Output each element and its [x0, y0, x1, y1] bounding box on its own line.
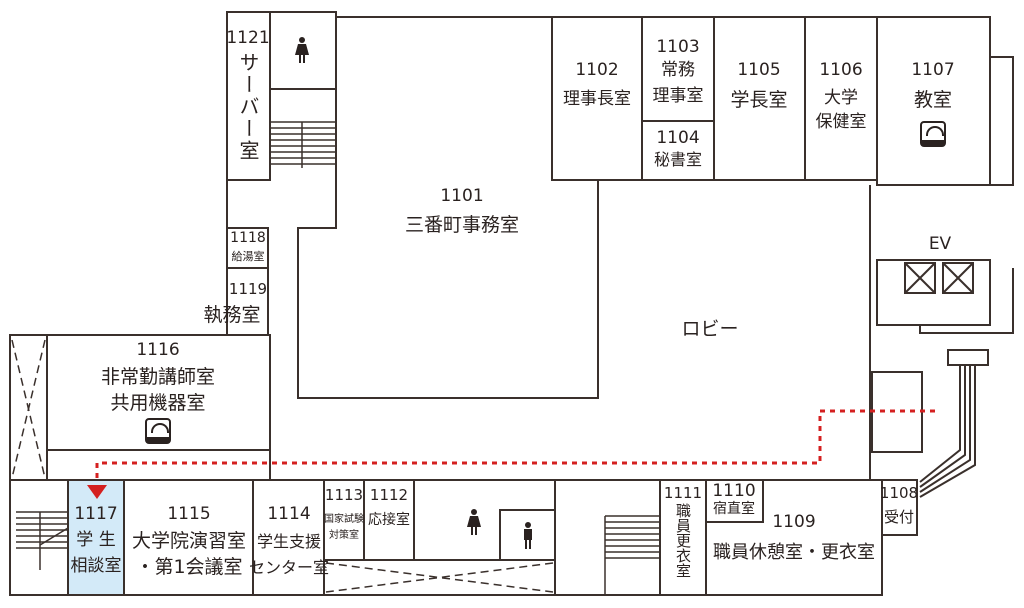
room-1119-name: 執務室	[203, 304, 261, 326]
room-1104-name: 秘書室	[653, 150, 703, 169]
room-1117-number: 1117	[74, 504, 118, 524]
room-1114-name-line1: 学生支援	[256, 532, 322, 551]
room-1110-name: 宿直室	[713, 501, 755, 517]
stairs-icon	[270, 121, 336, 168]
lobby-label: ロビー	[681, 318, 739, 340]
room-1115-name-line1: 大学院演習室	[131, 530, 247, 552]
room-1112-name: 応接室	[368, 512, 410, 528]
room-1105-number: 1105	[737, 60, 781, 80]
room-1103-number: 1103	[656, 37, 700, 57]
room-1118-number: 1118	[230, 230, 266, 246]
room-1103-name-line2: 理事室	[652, 86, 704, 106]
room-1107-number: 1107	[911, 60, 955, 80]
room-1112-number: 1112	[369, 486, 409, 504]
room-1114-name-line2: センター室	[248, 558, 330, 577]
room-1115-number: 1115	[167, 504, 211, 524]
route-path	[95, 409, 935, 482]
room-1117-name-line2: 相談室	[70, 556, 122, 576]
room-1116-number: 1116	[136, 340, 180, 360]
room-1111-name: 職員更衣室	[674, 503, 692, 578]
room-1116-name-line1: 非常勤講師室	[100, 366, 216, 388]
room-1111-number: 1111	[663, 484, 703, 502]
room-1102-number: 1102	[575, 60, 619, 80]
room-1106-name-line2: 保健室	[815, 112, 867, 132]
room-1102-name: 理事長室	[563, 89, 631, 109]
room-1121-outline	[226, 11, 271, 181]
elevator-label: EV	[928, 234, 952, 254]
room-1121-number: 1121	[226, 28, 270, 48]
room-1109-number: 1109	[772, 512, 816, 532]
destination-marker-icon	[87, 485, 107, 499]
room-1109-name: 職員休憩室・更衣室	[713, 542, 875, 563]
room-1110-number: 1110	[712, 481, 756, 501]
wifi-icon-1116	[145, 418, 171, 444]
room-1116-name-line2: 共用機器室	[110, 392, 206, 414]
room-1108-number: 1108	[879, 484, 919, 502]
room-1117-name-line1: 学 生	[76, 530, 116, 550]
room-1118-name: 給湯室	[231, 250, 265, 263]
room-1105-name: 学長室	[730, 89, 788, 111]
room-1113-number: 1113	[324, 486, 364, 504]
room-1113-name-line1: 国家試験	[324, 514, 364, 525]
room-1114-number: 1114	[267, 504, 311, 524]
womens-restroom-icon	[295, 37, 309, 63]
room-1107-name: 教室	[913, 89, 953, 111]
highlight-1117	[68, 480, 124, 595]
room-1104-number: 1104	[656, 128, 700, 148]
room-1108-name: 受付	[883, 508, 915, 526]
wifi-icon	[920, 121, 946, 147]
room-1113-name-line2: 対策室	[329, 530, 359, 541]
room-1106-number: 1106	[819, 60, 863, 80]
elevator-icon	[904, 262, 936, 294]
room-1121-name: サーバー室	[236, 52, 260, 162]
room-1101-name: 三番町事務室	[404, 214, 520, 236]
elevator-icon-2	[942, 262, 974, 294]
room-1106-name-line1: 大学	[824, 88, 858, 108]
room-1101-number: 1101	[440, 186, 484, 206]
room-1115-name-line2: ・第1会議室	[135, 556, 243, 578]
room-1119-number: 1119	[228, 280, 268, 298]
womens-restroom-icon-2	[467, 509, 481, 535]
stairs-icon-bottom	[16, 511, 660, 595]
room-1103-name-line1: 常務	[661, 60, 695, 80]
mens-restroom-icon	[524, 522, 532, 549]
